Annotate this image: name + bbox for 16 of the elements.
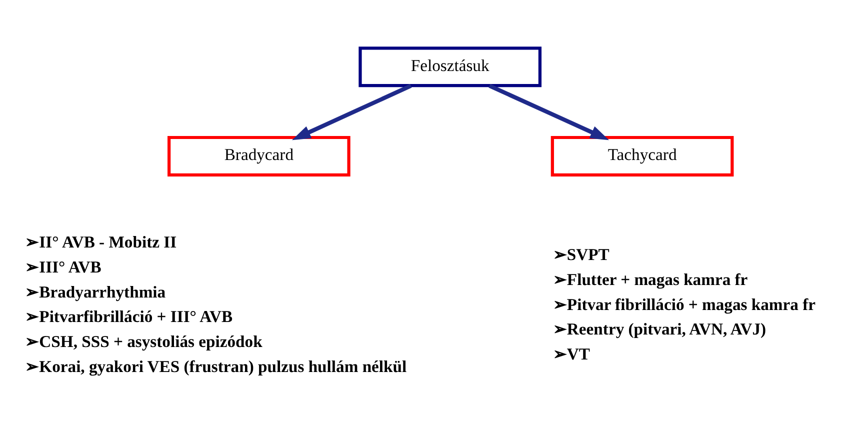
node-box: Bradycard (168, 136, 350, 176)
arrow (488, 84, 610, 140)
label: ➢Flutter + magas kamra fr (552, 270, 748, 289)
label: ➢Bradyarrhythmia (25, 282, 166, 302)
arrow (292, 84, 412, 140)
label: ➢Pitvar fibrilláció + magas kamra fr (552, 294, 816, 314)
node-box: Tachycard (550, 136, 734, 176)
node-box: Felosztásuk (358, 46, 542, 88)
label: ➢Reentry (pitvari, AVN, AVJ) (552, 320, 766, 339)
label: ➢III° AVB (25, 257, 102, 276)
label: ➢II° AVB - Mobitz II (25, 232, 177, 252)
label: ➢CSH, SSS + asystoliás epizódok (25, 332, 262, 352)
label: ➢Pitvarfibrilláció + III° AVB (25, 307, 233, 326)
label: ➢SVPT (552, 244, 610, 264)
label: ➢VT (552, 344, 590, 364)
label: ➢Korai, gyakori VES (frustran) pulzus hullám nélkül (25, 357, 407, 376)
